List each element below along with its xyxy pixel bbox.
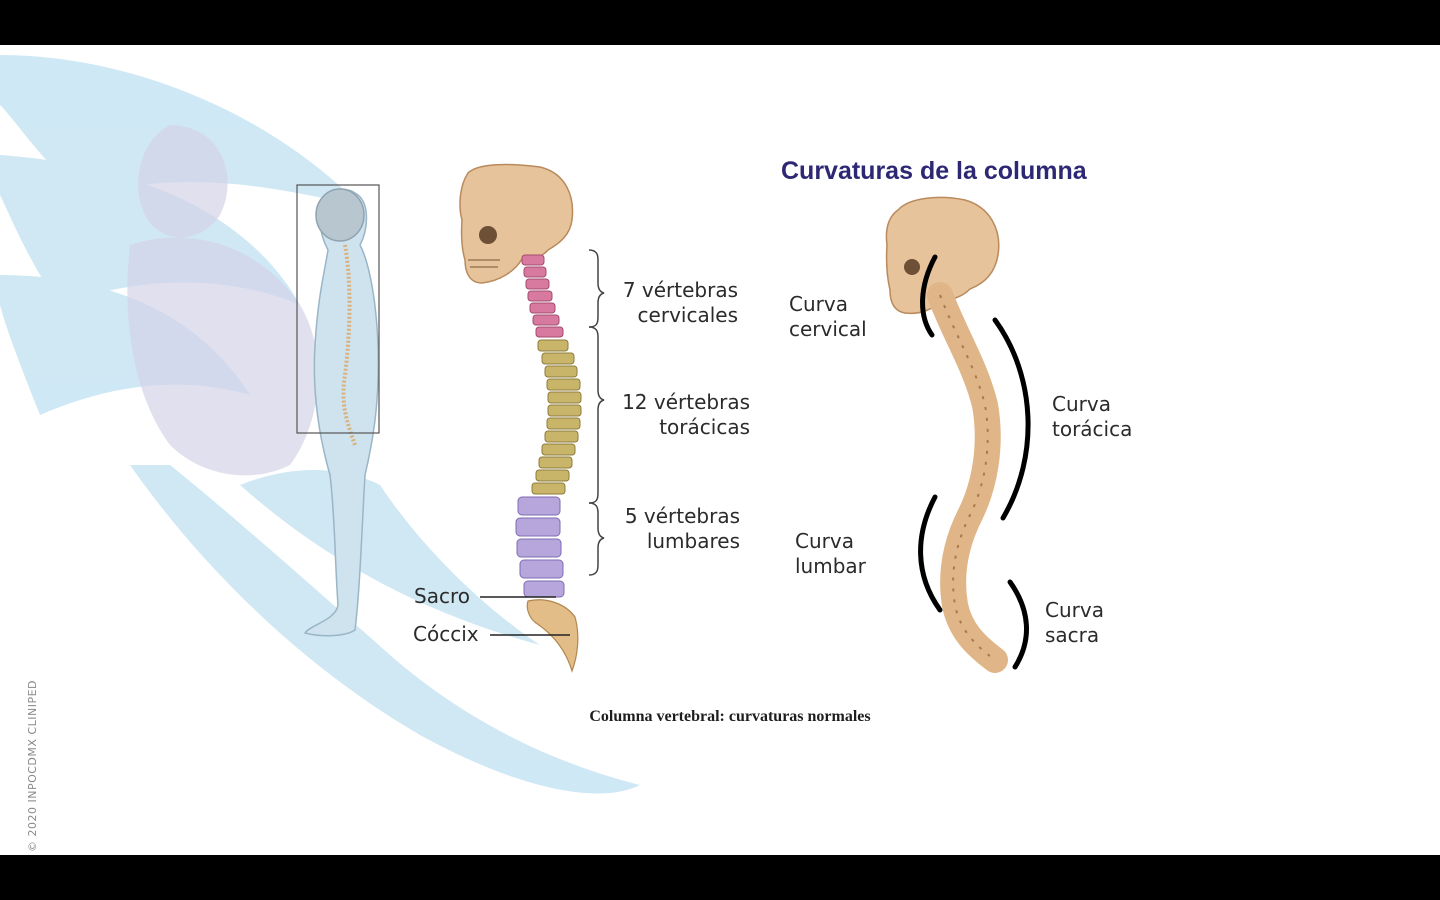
- curva-cervical-line1: Curva: [789, 292, 848, 316]
- label-curva-cervical: Curva cervical: [789, 292, 867, 342]
- label-cervical-count: 7 vértebras: [622, 278, 738, 302]
- curva-lumbar-line2: lumbar: [795, 554, 866, 578]
- watermark-emblem: [0, 55, 640, 794]
- right-skeleton: [885, 196, 1031, 673]
- figure-caption: Columna vertebral: curvaturas normales: [589, 708, 871, 725]
- label-sacro: Sacro: [414, 584, 470, 608]
- diagram-title: Curvaturas de la columna: [781, 157, 1087, 185]
- label-curva-toracica: Curva torácica: [1052, 392, 1132, 442]
- label-lumbar-name: lumbares: [646, 529, 740, 553]
- curva-sacra-line2: sacra: [1045, 623, 1100, 647]
- left-skeleton: [459, 163, 582, 673]
- spine-illustrations: [296, 163, 1031, 673]
- curva-cervical-line2: cervical: [789, 317, 867, 341]
- curva-toracica-line2: torácica: [1052, 417, 1133, 441]
- label-cervical-vertebrae: 7 vértebras cervicales: [614, 278, 738, 328]
- body-figure: [296, 184, 380, 637]
- curva-lumbar-line1: Curva: [795, 529, 854, 553]
- label-thoracic-name: torácicas: [659, 415, 750, 439]
- label-lumbar-vertebrae: 5 vértebras lumbares: [614, 504, 740, 554]
- label-lumbar-count: 5 vértebras: [624, 504, 740, 528]
- label-cervical-name: cervicales: [637, 303, 738, 327]
- region-braces: [588, 249, 605, 576]
- copyright-notice: © 2020 INPOCDMX CLINIPED: [26, 679, 39, 852]
- label-curva-sacra: Curva sacra: [1045, 598, 1104, 648]
- slide: Curvaturas de la columna 7 vértebras cer…: [0, 45, 1440, 855]
- curva-sacra-line1: Curva: [1045, 598, 1104, 622]
- label-thoracic-count: 12 vértebras: [622, 390, 750, 414]
- curva-toracica-line1: Curva: [1052, 392, 1111, 416]
- label-curva-lumbar: Curva lumbar: [795, 529, 866, 579]
- label-thoracic-vertebrae: 12 vértebras torácicas: [612, 390, 750, 440]
- label-coccix: Cóccix: [413, 622, 479, 646]
